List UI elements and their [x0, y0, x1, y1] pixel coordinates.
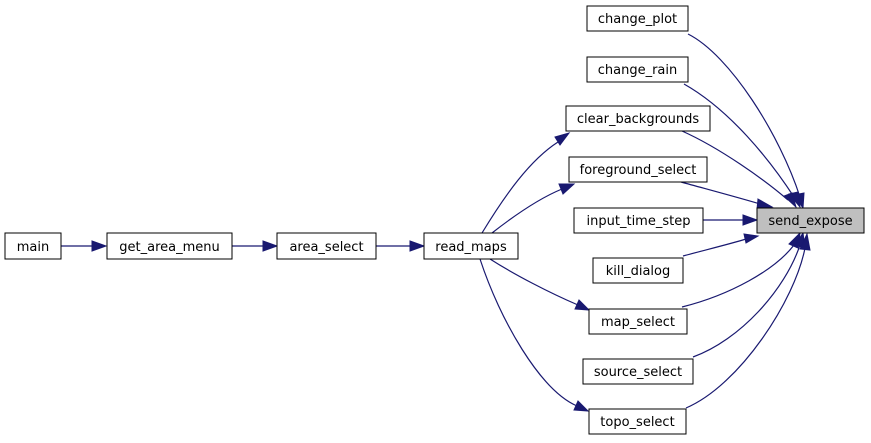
node-label-area-select: area_select	[289, 240, 363, 255]
node-source-select[interactable]: source_select	[582, 358, 694, 385]
node-main[interactable]: main	[4, 232, 62, 260]
node-send-expose[interactable]: send_expose	[756, 207, 865, 234]
node-label-change-rain: change_rain	[598, 63, 678, 78]
edge-main-to-get-area-menu	[61, 240, 108, 252]
node-get-area-menu[interactable]: get_area_menu	[106, 232, 233, 260]
node-label-foreground-select: foreground_select	[580, 163, 697, 178]
node-input-time-step[interactable]: input_time_step	[573, 207, 704, 234]
node-change-rain[interactable]: change_rain	[586, 56, 689, 83]
node-change-plot[interactable]: change_plot	[586, 5, 689, 32]
edge-clear-backgrounds-to-send-expose	[681, 130, 797, 209]
node-label-clear-backgrounds: clear_backgrounds	[577, 112, 699, 127]
node-label-get-area-menu: get_area_menu	[119, 240, 219, 255]
node-label-main: main	[17, 240, 49, 255]
edge-map-select-to-send-expose	[681, 231, 801, 308]
edge-read-maps-to-topo-select	[479, 258, 590, 412]
edge-foreground-select-to-send-expose	[680, 181, 774, 210]
node-kill-dialog[interactable]: kill_dialog	[592, 257, 684, 284]
node-clear-backgrounds[interactable]: clear_backgrounds	[565, 105, 711, 132]
node-topo-select[interactable]: topo_select	[588, 408, 687, 435]
edge-read-maps-to-foreground-select	[491, 183, 576, 234]
node-foreground-select[interactable]: foreground_select	[568, 156, 708, 183]
node-label-send-expose: send_expose	[768, 214, 852, 229]
node-label-topo-select: topo_select	[600, 415, 674, 430]
node-area-select[interactable]: area_select	[276, 232, 377, 260]
edge-read-maps-to-map-select	[489, 258, 591, 311]
edge-topo-select-to-send-expose	[685, 232, 811, 409]
node-map-select[interactable]: map_select	[588, 308, 688, 335]
edge-change-rain-to-send-expose	[683, 83, 801, 209]
edge-input-time-step-to-send-expose	[703, 214, 759, 226]
edge-get-area-menu-to-area-select	[232, 240, 279, 252]
nodes: send_expose change_plot change_rain clea…	[4, 5, 865, 435]
node-label-input-time-step: input_time_step	[587, 214, 691, 229]
node-label-change-plot: change_plot	[598, 12, 677, 27]
node-label-map-select: map_select	[601, 315, 675, 330]
edges	[61, 33, 811, 412]
node-read-maps[interactable]: read_maps	[423, 232, 519, 260]
edge-kill-dialog-to-send-expose	[682, 233, 760, 257]
node-label-kill-dialog: kill_dialog	[606, 264, 671, 279]
edge-read-maps-to-clear-backgrounds	[481, 132, 571, 234]
node-label-read-maps: read_maps	[435, 240, 507, 255]
node-label-source-select: source_select	[594, 365, 682, 380]
edge-area-select-to-read-maps	[376, 240, 426, 252]
